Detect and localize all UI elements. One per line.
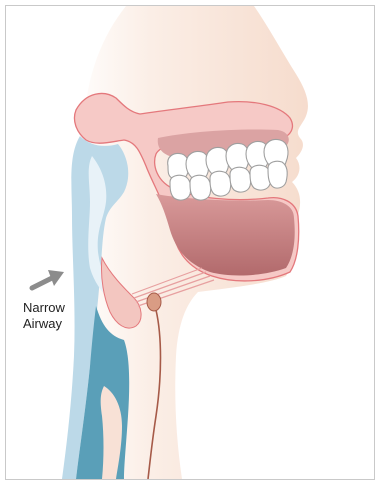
tooth — [190, 175, 211, 200]
illustration-frame: Narrow Airway — [5, 5, 375, 480]
tooth — [170, 175, 191, 200]
narrow-airway-label-line1: Narrow — [23, 300, 65, 316]
arrow-right-up-icon — [32, 270, 64, 288]
tooth — [268, 161, 287, 188]
tooth — [230, 167, 251, 192]
narrow-airway-label: Narrow Airway — [23, 300, 65, 332]
tooth — [210, 171, 231, 196]
narrow-airway-label-line2: Airway — [23, 316, 65, 332]
hyoid-bone — [147, 293, 161, 311]
airway-anatomy-illustration — [6, 6, 374, 479]
